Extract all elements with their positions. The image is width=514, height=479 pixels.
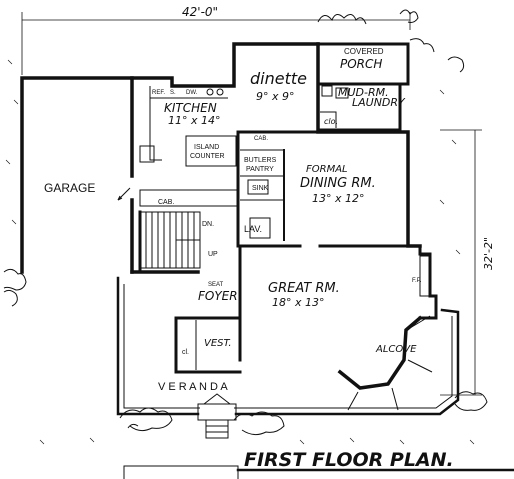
stair-up-label: UP: [208, 251, 218, 258]
kitchen-fixtures: [139, 86, 239, 207]
kitchen-size: 11° x 14°: [168, 114, 221, 127]
sidewalk-edge: [123, 465, 239, 479]
foyer-label: FOYER: [198, 289, 238, 303]
pantry-cab-label: CAB.: [254, 136, 268, 142]
covered-porch-label-2: PORCH: [340, 57, 382, 71]
ground-hatching: [5, 59, 475, 445]
closet-label: cl.: [182, 349, 189, 356]
mud-room-label: MUD-RM.: [338, 86, 389, 99]
foyer-vest-walls: [174, 244, 242, 374]
garage-label: GARAGE: [44, 181, 95, 195]
dining-label-1: FORMAL: [306, 164, 348, 175]
fireplace-label: F.P.: [412, 278, 422, 284]
sink-kitchen-label: S.: [170, 90, 176, 96]
veranda-rail: [116, 276, 460, 439]
covered-porch-label-1: COVERED: [344, 47, 384, 56]
dimension-lines: [21, 12, 482, 396]
great-room-walls: [337, 244, 438, 411]
lav-label: LAV.: [244, 224, 262, 234]
dw-label: DW.: [186, 90, 198, 96]
kitchen-label: KITCHEN: [164, 101, 217, 115]
landscaping: [3, 9, 488, 436]
great-room-label: GREAT RM.: [268, 281, 340, 296]
plan-title: FIRST FLOOR PLAN.: [244, 449, 454, 471]
great-room-size: 18° x 13°: [272, 296, 325, 309]
kitchen-cab-label: CAB.: [158, 199, 174, 206]
garage-walls: [20, 76, 134, 274]
veranda-label: V E R A N D A: [158, 381, 228, 393]
depth-dimension: 32'-2": [482, 237, 495, 270]
alcove-label: ALCOVE: [375, 344, 417, 355]
vest-label: VEST.: [204, 338, 232, 349]
dining-size: 13° x 12°: [312, 192, 365, 205]
butlers-label-1: BUTLERS: [244, 157, 277, 164]
stair-dn-label: DN.: [202, 221, 214, 228]
butlers-label-2: PANTRY: [246, 166, 274, 173]
dinette-size: 9° x 9°: [256, 90, 295, 103]
mud-clo-label: clo.: [324, 117, 338, 126]
interior-walls: [236, 130, 410, 248]
laundry-label: LAUNDRY: [352, 96, 406, 109]
island-label-1: ISLAND: [194, 144, 219, 151]
ref-label: REF.: [152, 90, 165, 96]
sink-label: SINK: [252, 185, 269, 192]
dinette-label: dinette: [250, 69, 307, 88]
island-label-2: COUNTER: [190, 153, 225, 160]
dining-label-2: DINING RM.: [300, 176, 376, 191]
seat-label: SEAT: [208, 282, 224, 288]
staircase: [139, 211, 201, 269]
width-dimension: 42'-0": [182, 5, 218, 19]
porch-mudroom-walls: [316, 42, 410, 132]
